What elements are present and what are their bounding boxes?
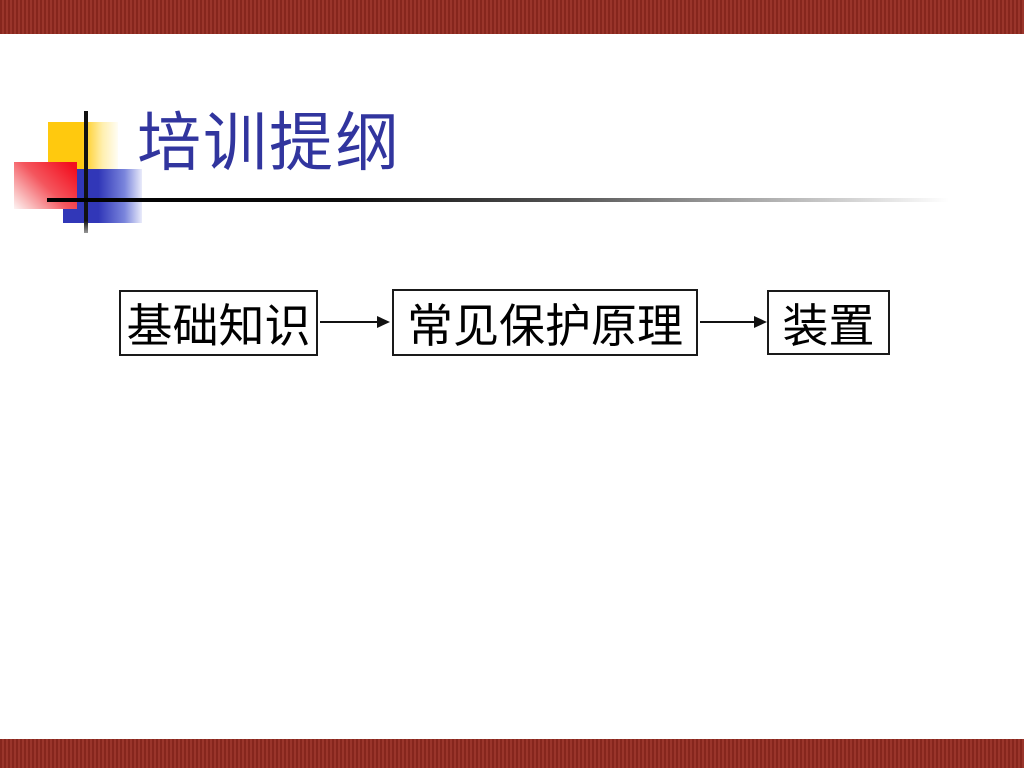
flow-node-basics: 基础知识 <box>119 290 318 356</box>
flow-node-principles: 常见保护原理 <box>392 289 698 356</box>
top-edge-bar <box>0 0 1024 34</box>
flow-connector-1 <box>320 316 390 328</box>
arrow-head-icon <box>377 316 390 328</box>
bottom-edge-bar <box>0 739 1024 768</box>
arrow-head-icon <box>754 316 767 328</box>
yellow-square-decor <box>48 122 118 169</box>
vertical-crosshair-line <box>84 111 88 233</box>
flow-connector-2 <box>700 316 767 328</box>
slide-title: 培训提纲 <box>137 108 401 179</box>
flow-node-devices: 装置 <box>767 290 890 355</box>
flow-node-label: 装置 <box>782 300 875 352</box>
arrow-shaft <box>320 321 378 323</box>
arrow-shaft <box>700 321 755 323</box>
title-divider-line <box>47 198 977 202</box>
flow-node-label: 基础知识 <box>126 301 311 352</box>
flow-node-label: 常见保护原理 <box>407 300 683 352</box>
